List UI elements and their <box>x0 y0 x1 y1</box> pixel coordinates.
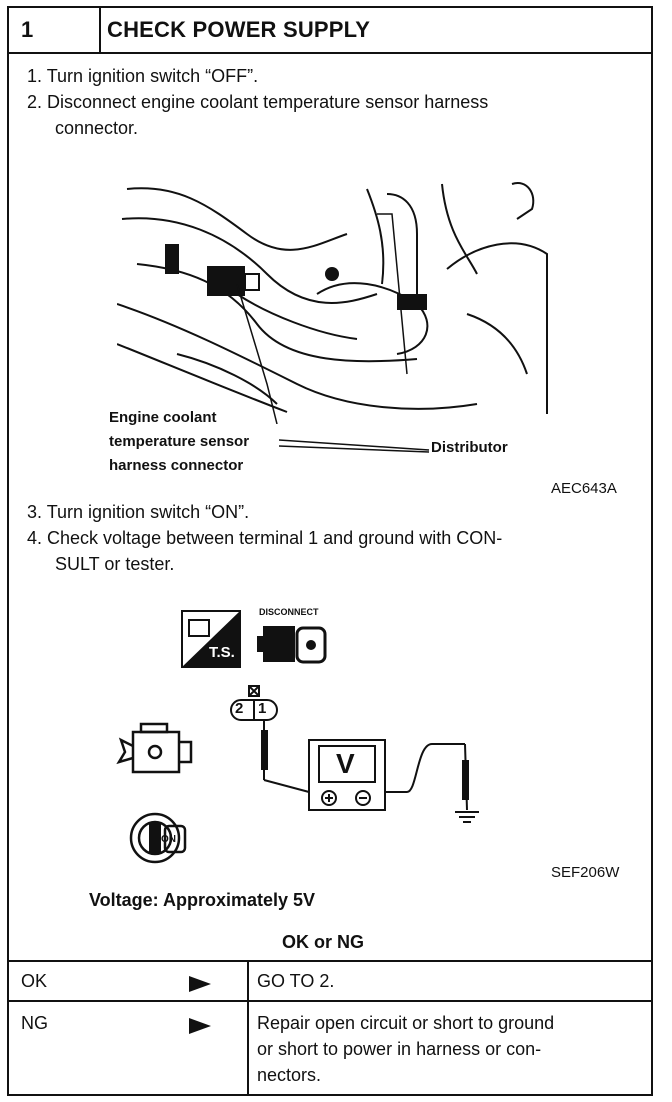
result-row-ng: NG Repair open circuit or short to groun… <box>9 1000 651 1096</box>
procedure-frame: 1 CHECK POWER SUPPLY 1. Turn ignition sw… <box>7 6 653 1096</box>
result-ok-label: OK <box>21 971 48 991</box>
step-4-text-cont: SULT or tester. <box>55 554 175 574</box>
voltage-spec: Voltage: Approximately 5V <box>89 890 316 910</box>
ts-icon-label: T.S. <box>209 644 235 661</box>
terminal-1-label: 1 <box>258 700 267 717</box>
step-3-text: 3. Turn ignition switch “ON”. <box>27 502 250 522</box>
voltage-check-schematic <box>230 685 479 823</box>
disconnect-label: DISCONNECT <box>259 607 319 617</box>
distributor-label: Distributor <box>431 439 508 456</box>
step-1-text: 1. Turn ignition switch “OFF”. <box>27 66 259 86</box>
key-on-label: ON <box>161 834 176 845</box>
sensor-connector-label-line-3: harness connector <box>109 457 244 474</box>
terminal-2-label: 2 <box>235 700 244 717</box>
result-ok-action: GO TO 2. <box>257 971 335 991</box>
ignition-key-icon <box>129 812 187 864</box>
result-ng-action-line-1: Repair open circuit or short to ground <box>257 1013 555 1033</box>
ts-icon <box>181 610 241 668</box>
sensor-connector-label-line-2: temperature sensor <box>109 433 250 450</box>
arrow-right-icon <box>189 976 211 992</box>
step-4-text: 4. Check voltage between terminal 1 and … <box>27 528 503 548</box>
table-divider <box>247 1002 249 1096</box>
result-ng-action-line-2: or short to power in harness or con- <box>257 1039 542 1059</box>
result-ng-label: NG <box>21 1013 48 1033</box>
sensor-connector-label-line-1: Engine coolant <box>109 409 217 426</box>
figure-2-ref: SEF206W <box>551 864 620 881</box>
result-row-ok: OK GO TO 2. <box>9 960 651 1002</box>
step-2-text: 2. Disconnect engine coolant temperature… <box>27 92 489 112</box>
engine-icon <box>116 722 193 774</box>
step-number: 1 <box>9 8 101 52</box>
voltmeter-letter: V <box>336 748 355 779</box>
figure-1-ref: AEC643A <box>551 480 617 497</box>
ok-or-ng-heading: OK or NG <box>282 932 365 952</box>
step-title: CHECK POWER SUPPLY <box>107 17 371 42</box>
callout-lines <box>279 439 430 453</box>
result-ng-action-line-3: nectors. <box>257 1065 322 1085</box>
table-divider <box>247 962 249 1002</box>
engine-bay-illustration <box>117 182 548 424</box>
step-2-text-cont: connector. <box>55 118 139 138</box>
disconnect-icon <box>257 626 327 664</box>
arrow-right-icon <box>189 1018 211 1034</box>
step-header: 1 CHECK POWER SUPPLY <box>9 8 651 54</box>
